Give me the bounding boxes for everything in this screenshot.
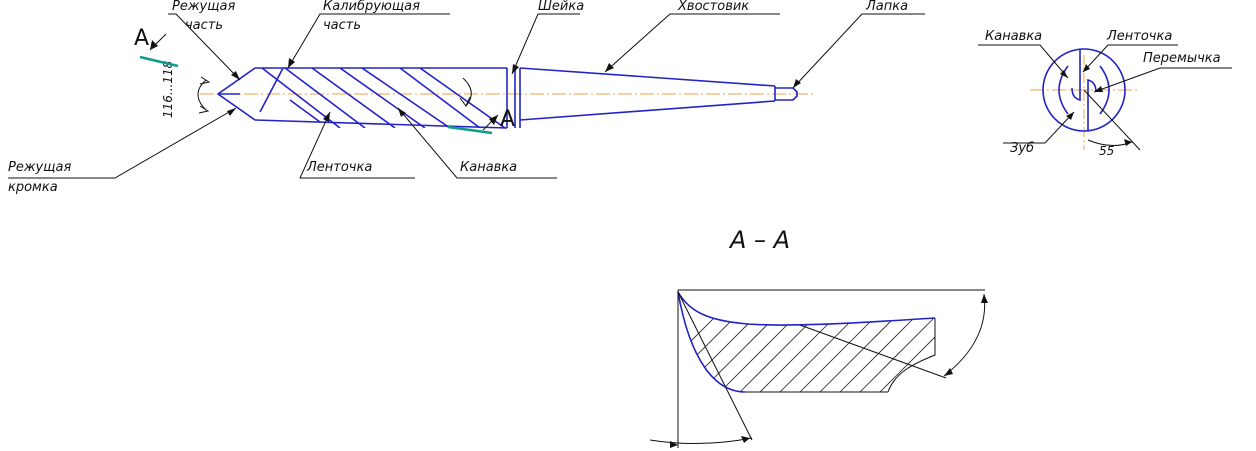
section-mark-bottom (447, 125, 493, 135)
section-rake-angle-arc (649, 437, 753, 445)
section-front-curve (677, 291, 746, 393)
section-arrowhead-top (150, 40, 158, 50)
tang-outline (775, 87, 798, 101)
label-flute: Канавка (460, 160, 517, 175)
section-title: А – А (728, 226, 790, 254)
helix-angle-value: 55 (1099, 144, 1114, 158)
end-view-leaders (978, 44, 1232, 144)
section-break-line (887, 318, 936, 393)
label-tang: Лапка (865, 0, 908, 14)
drill-side-view: 116...118 A A (134, 26, 815, 135)
end-view-outer-circle (1042, 48, 1126, 132)
end-view-flute-left (1058, 65, 1069, 115)
flute-spirals (259, 68, 506, 128)
end-view-lip-left (1071, 49, 1081, 102)
section-helix-line (799, 324, 947, 379)
label-neck: Шейка (538, 0, 584, 14)
shank-top-edge (519, 67, 776, 87)
section-arrowhead-bottom (489, 115, 498, 125)
leader-lines (8, 13, 925, 179)
helix-angle-arc (462, 77, 472, 107)
label-land: Ленточка (306, 160, 372, 175)
section-helix-angle-arc (943, 293, 986, 377)
end-view-lip-right (1087, 78, 1097, 131)
body-bottom-edge (254, 119, 508, 129)
section-flute-curve (677, 291, 936, 326)
end-view-angle-ref (1083, 89, 1141, 151)
section-rake-line (677, 291, 753, 441)
drill-end-view: 55 (1030, 48, 1141, 158)
label-flute-end: Канавка (985, 29, 1042, 44)
section-view (649, 289, 988, 448)
shank-bottom-edge (519, 100, 776, 121)
section-letter-top: A (134, 26, 149, 51)
label-shank: Хвостовик (677, 0, 749, 14)
section-letter-bottom: A (500, 107, 515, 132)
label-tooth: Зуб (1010, 141, 1034, 156)
end-view-labels: Канавка Ленточка Перемычка Зуб (985, 29, 1221, 156)
point-angle-value: 116...118 (161, 60, 175, 118)
point-angle-arc (197, 79, 207, 111)
section-mark-top (139, 55, 179, 68)
label-land-end: Ленточка (1106, 29, 1172, 44)
label-web: Перемычка (1143, 51, 1221, 66)
